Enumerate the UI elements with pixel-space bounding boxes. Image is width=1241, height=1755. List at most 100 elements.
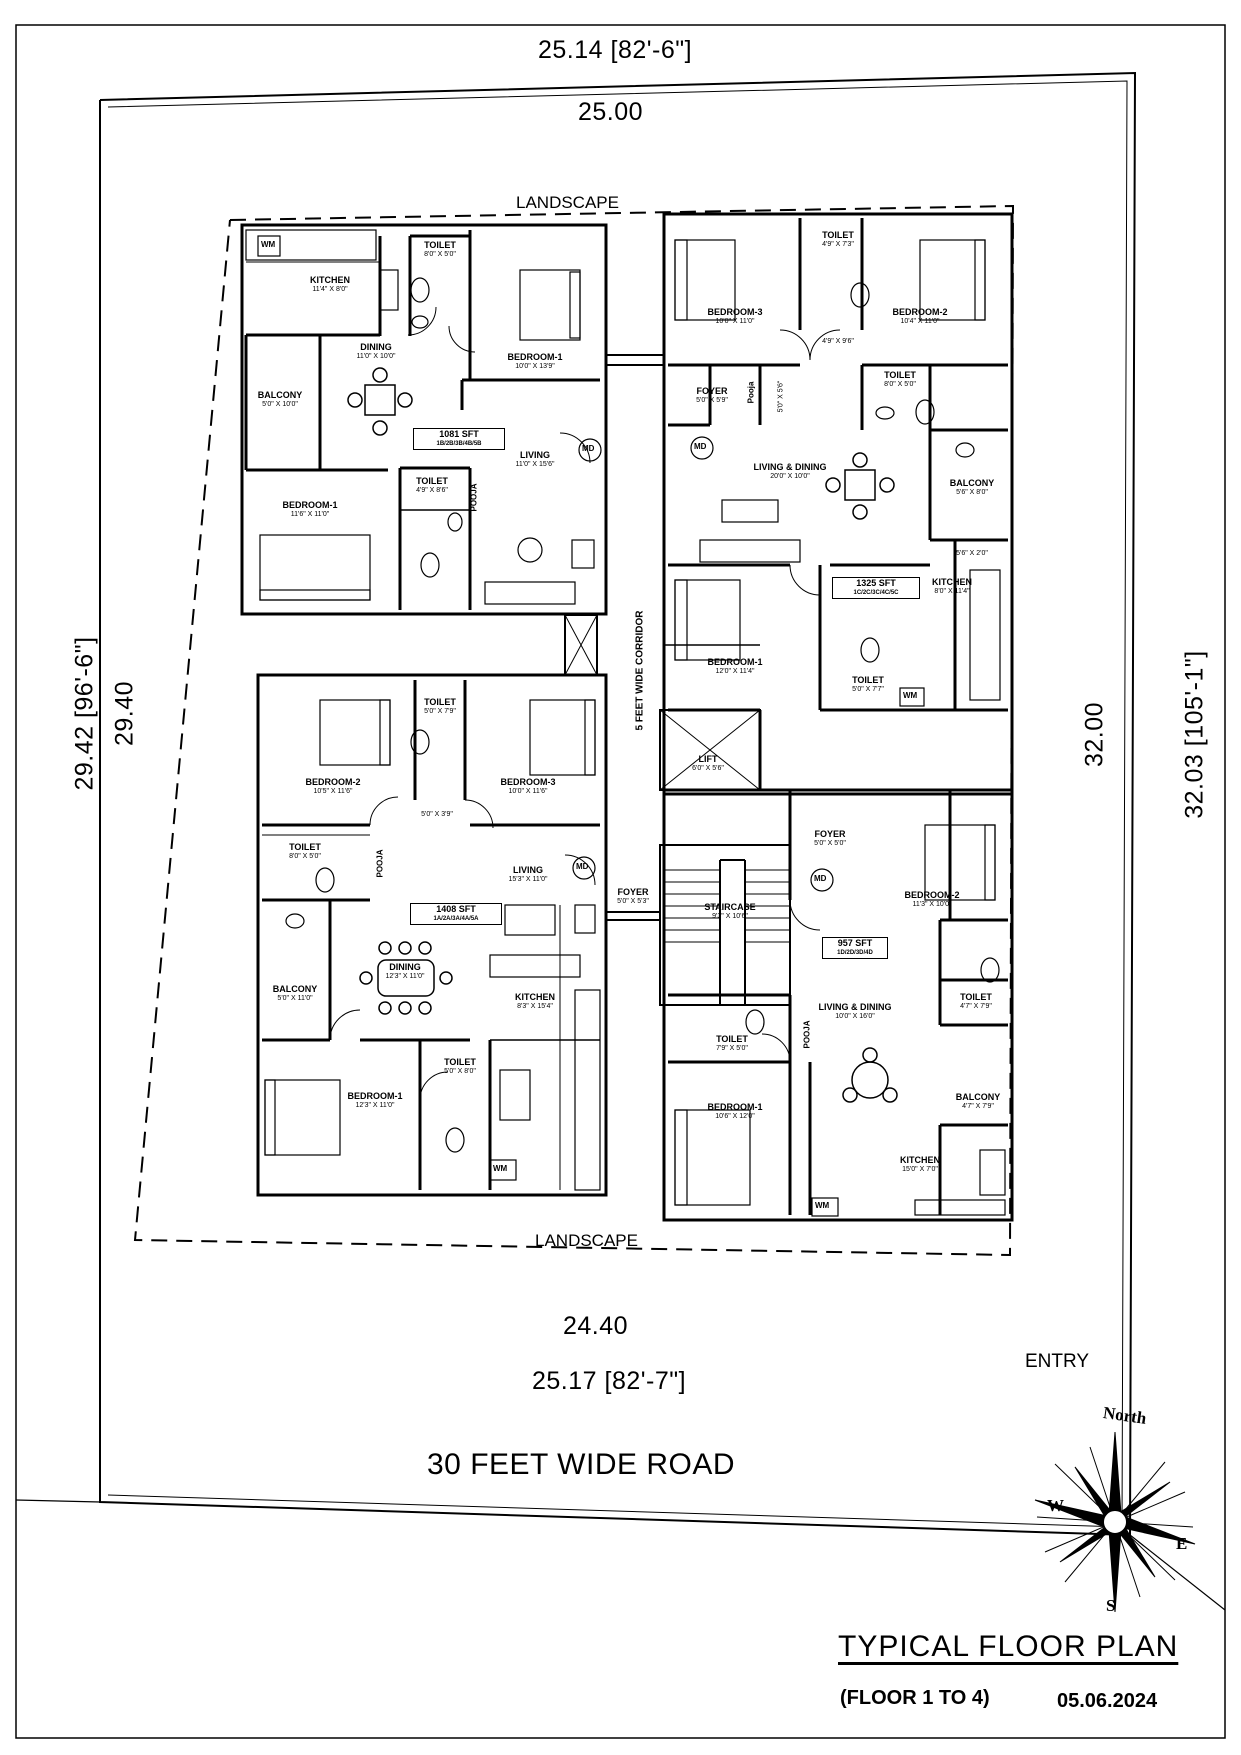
pooja-label-a: POOJA xyxy=(375,849,385,878)
wm-md-boxes xyxy=(257,235,925,1217)
room-name: TOILET xyxy=(822,230,854,240)
room-name: BEDROOM-3 xyxy=(500,777,556,787)
compass-east-label: E xyxy=(1176,1534,1188,1553)
dining-table-c xyxy=(825,452,895,520)
room-size: 15'0" X 7'0" xyxy=(902,1166,938,1173)
room-name: FOYER xyxy=(814,829,846,839)
unit-d-codes: 1D/2D/3D/4D xyxy=(837,950,873,956)
room-size: 5'0" X 5'9" xyxy=(696,397,728,404)
floor-range: (FLOOR 1 TO 4) xyxy=(840,1687,990,1709)
unit-d-area-badge: 957 SFT 1D/2D/3D/4D xyxy=(822,937,888,959)
room-name: TOILET xyxy=(289,842,321,852)
room-size: 5'0" X 5'3" xyxy=(617,898,649,905)
room-name: BEDROOM-3 xyxy=(707,307,763,317)
unit-d-area: 957 SFT xyxy=(837,938,873,948)
unit-c-walls xyxy=(662,212,1014,796)
pooja-label-c: Pooja xyxy=(746,381,756,404)
unit-a-walls xyxy=(256,673,608,1197)
unit-b-area: 1081 SFT xyxy=(439,429,479,439)
room-name: LIVING xyxy=(512,865,543,875)
room-name: BEDROOM-2 xyxy=(892,307,948,317)
unit-c-area-badge: 1325 SFT 1C/2C/3C/4C/5C xyxy=(832,577,920,599)
room-name: KITCHEN xyxy=(515,992,555,1002)
dining-table-b xyxy=(347,367,413,436)
room-size: 4'7" X 7'9" xyxy=(962,1103,994,1110)
room-name: BEDROOM-1 xyxy=(282,500,338,510)
room-size: 4'7" X 7'9" xyxy=(960,1003,992,1010)
room-name: KITCHEN xyxy=(932,577,972,587)
room-name: TOILET xyxy=(884,370,916,380)
room-size: 5'0" X 8'0" xyxy=(444,1068,476,1075)
room-c-util: 5'6" X 2'0" xyxy=(912,549,1032,559)
unit-a-codes: 1A/2A/3A/4A/5A xyxy=(433,916,479,922)
room-size: 12'3" X 11'0" xyxy=(355,1102,395,1109)
unit-b-walls xyxy=(240,223,608,616)
dining-table-d xyxy=(842,1047,898,1103)
room-name: FOYER xyxy=(696,386,728,396)
drawing-date: 05.06.2024 xyxy=(1057,1690,1158,1712)
stair-treads xyxy=(664,869,790,943)
room-size: 10'6" X 12'0" xyxy=(715,1113,755,1120)
room-name: DINING xyxy=(389,962,421,972)
drawing-title: TYPICAL FLOOR PLAN xyxy=(838,1630,1179,1663)
landscape-bottom-label: LANDSCAPE xyxy=(535,1231,638,1250)
room-name: LIVING xyxy=(519,450,550,460)
room-name: KITCHEN xyxy=(900,1155,940,1165)
room-size: 9'3" X 10'6" xyxy=(712,913,748,920)
room-name: LIVING & DINING xyxy=(753,462,827,472)
pooja-label-b: POOJA xyxy=(469,483,479,512)
room-size: 10'0" X 16'0" xyxy=(835,1013,875,1020)
room-name: STAIRCASE xyxy=(704,902,756,912)
room-size: 11'4" X 8'0" xyxy=(312,286,348,293)
room-size: 10'0" X 11'6" xyxy=(508,788,548,795)
compass-rose xyxy=(1034,1431,1196,1613)
room-name: TOILET xyxy=(960,992,992,1002)
room-size: 11'6" X 11'0" xyxy=(290,511,330,518)
room-size: 4'9" X 7'3" xyxy=(822,241,854,248)
room-name: BEDROOM-1 xyxy=(507,352,563,362)
room-name: BALCONY xyxy=(272,984,318,994)
room-size: 11'3" X 10'0" xyxy=(912,901,952,908)
room-name: DINING xyxy=(360,342,392,352)
md-label-c: MD xyxy=(694,442,707,451)
room-size: 8'0" X 5'0" xyxy=(884,381,916,388)
landscape-top-label: LANDSCAPE xyxy=(516,193,619,212)
sheet-border xyxy=(15,24,1226,1739)
room-name: KITCHEN xyxy=(310,275,350,285)
room-size: 8'0" X 5'0" xyxy=(289,853,321,860)
unit-b-area-badge: 1081 SFT 1B/2B/3B/4B/5B xyxy=(413,428,505,450)
entry-label: ENTRY xyxy=(1025,1351,1090,1372)
core-walls xyxy=(564,354,791,1006)
room-name: TOILET xyxy=(716,1034,748,1044)
room-name: BEDROOM-1 xyxy=(707,1102,763,1112)
room-size: 5'6" X 8'0" xyxy=(956,489,988,496)
bottom-outer-dimension: 25.17 [82'-7"] xyxy=(532,1367,687,1395)
corridor-label: 5 FEET WIDE CORRIDOR xyxy=(634,610,646,731)
md-label-a: MD xyxy=(576,862,589,871)
room-size: 20'0" X 10'0" xyxy=(770,473,810,480)
left-outer-dimension: 29.42 [96'-6"] xyxy=(70,636,99,791)
room-name: BALCONY xyxy=(257,390,303,400)
room-c-lobby: 4'9" X 9'6" xyxy=(778,337,898,347)
room-name: BALCONY xyxy=(949,478,995,488)
room-size: 12'0" X 11'4" xyxy=(715,668,755,675)
